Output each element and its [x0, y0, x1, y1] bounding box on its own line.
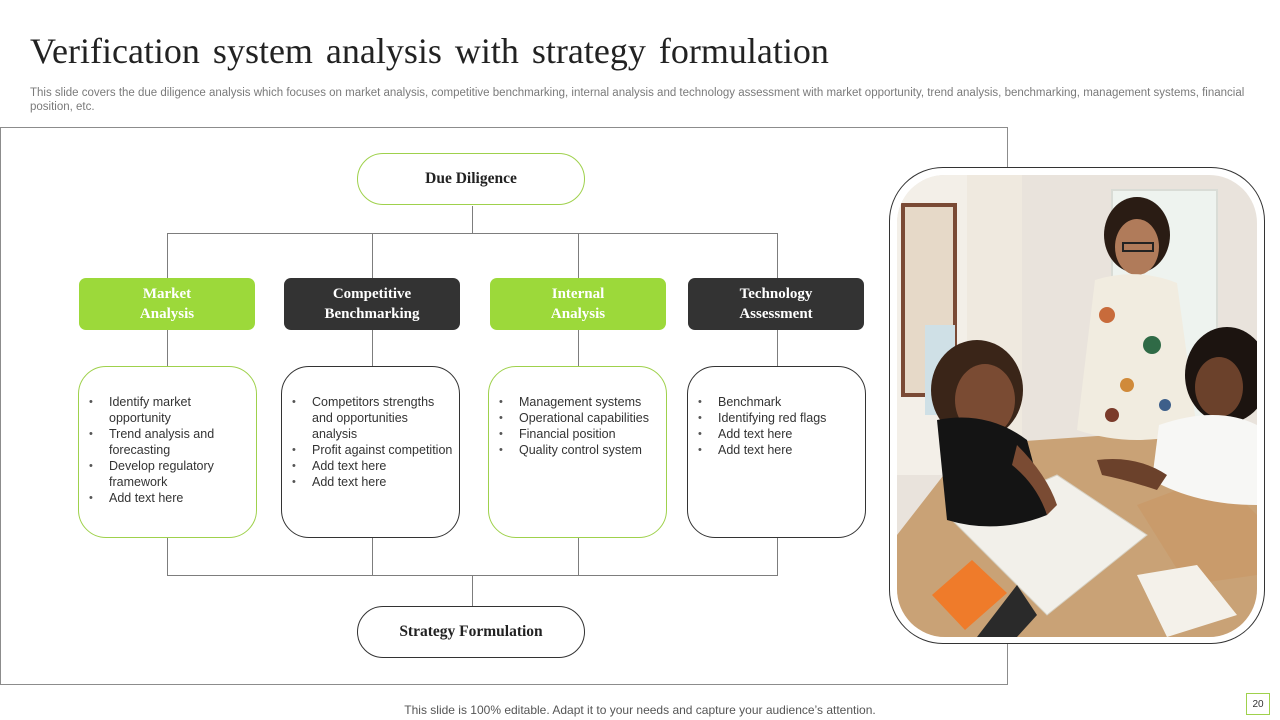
connector-line — [372, 538, 373, 576]
connector-line — [167, 329, 168, 367]
list-item: Trend analysis and forecasting — [89, 426, 252, 458]
connector-line — [578, 329, 579, 367]
internal-analysis-heading: Internal Analysis — [490, 278, 666, 330]
competitive-benchmarking-heading: Competitive Benchmarking — [284, 278, 460, 330]
list-item: Quality control system — [499, 442, 662, 458]
technology-assessment-card: Benchmark Identifying red flags Add text… — [687, 366, 866, 538]
list-item: Profit against competition — [292, 442, 455, 458]
connector-line — [372, 233, 373, 279]
page-number: 20 — [1246, 693, 1270, 715]
connector-line — [472, 575, 473, 607]
bullet-list: Management systems Operational capabilit… — [499, 394, 662, 458]
list-item: Add text here — [292, 458, 455, 474]
connector-line — [167, 233, 778, 234]
list-item: Add text here — [89, 490, 252, 506]
connector-line — [167, 233, 168, 279]
bullet-list: Competitors strengths and opportunities … — [292, 394, 455, 490]
list-item: Competitors strengths and opportunities … — [292, 394, 455, 442]
slide-footer: This slide is 100% editable. Adapt it to… — [404, 703, 876, 717]
list-item: Operational capabilities — [499, 410, 662, 426]
slide-title: Verification system analysis with strate… — [30, 31, 829, 71]
list-item: Add text here — [698, 442, 861, 458]
slide-subtitle: This slide covers the due diligence anal… — [30, 87, 1245, 113]
list-item: Management systems — [499, 394, 662, 410]
bullet-list: Identify market opportunity Trend analys… — [89, 394, 252, 506]
list-item: Add text here — [292, 474, 455, 490]
list-item: Develop regulatory framework — [89, 458, 252, 490]
market-analysis-card: Identify market opportunity Trend analys… — [78, 366, 257, 538]
connector-line — [777, 329, 778, 367]
connector-line — [578, 233, 579, 279]
list-item: Financial position — [499, 426, 662, 442]
list-item: Benchmark — [698, 394, 861, 410]
market-analysis-heading: Market Analysis — [79, 278, 255, 330]
connector-line — [578, 538, 579, 576]
bullet-list: Benchmark Identifying red flags Add text… — [698, 394, 861, 458]
competitive-benchmarking-card: Competitors strengths and opportunities … — [281, 366, 460, 538]
technology-assessment-heading: Technology Assessment — [688, 278, 864, 330]
list-item: Add text here — [698, 426, 861, 442]
list-item: Identifying red flags — [698, 410, 861, 426]
connector-line — [167, 538, 168, 576]
strategy-formulation-node: Strategy Formulation — [357, 606, 585, 658]
list-item: Identify market opportunity — [89, 394, 252, 426]
team-meeting-photo — [897, 175, 1257, 637]
connector-line — [777, 538, 778, 576]
connector-line — [777, 233, 778, 279]
connector-line — [472, 206, 473, 234]
internal-analysis-card: Management systems Operational capabilit… — [488, 366, 667, 538]
due-diligence-node: Due Diligence — [357, 153, 585, 205]
connector-line — [372, 329, 373, 367]
